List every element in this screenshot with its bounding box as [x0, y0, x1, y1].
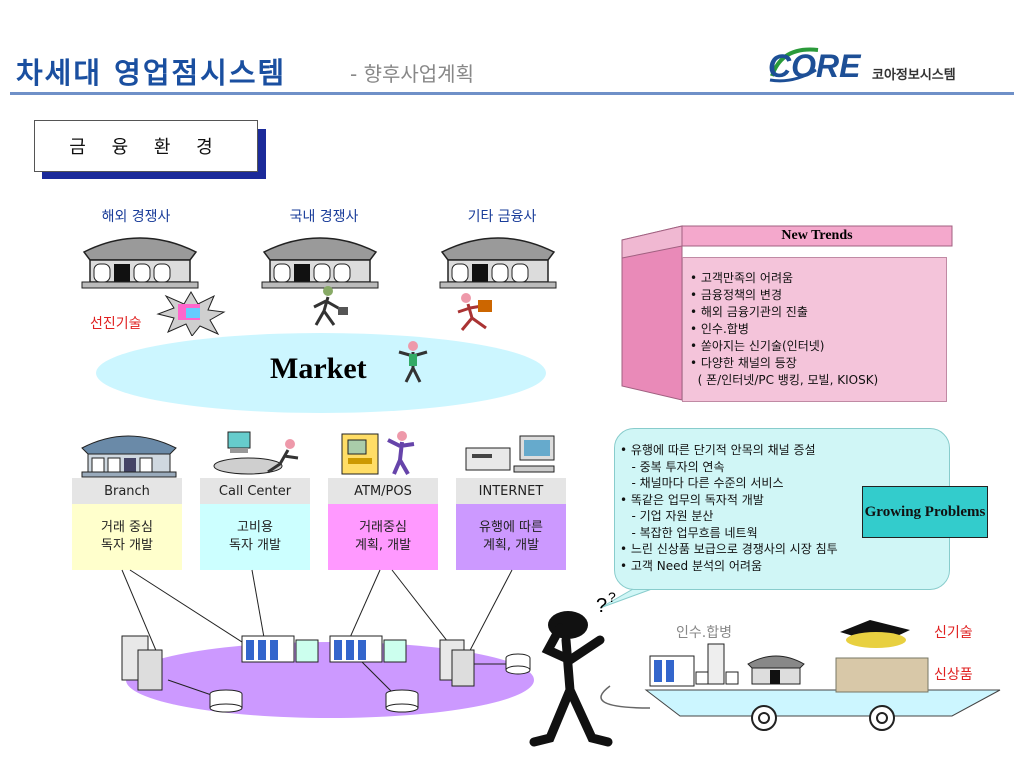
channel-internet-header: INTERNET	[456, 478, 566, 504]
cart-icon	[600, 620, 1001, 731]
list-item: • 해외 금융기관의 진출	[690, 305, 808, 319]
market-ellipse	[96, 333, 546, 413]
growing-problems-title: Growing Problems	[862, 486, 988, 538]
list-item: • 금융정책의 변경	[690, 288, 782, 302]
list-item: • 고객만족의 어려움	[690, 271, 794, 285]
branch-bank-icon	[81, 435, 177, 478]
new-trends-box	[621, 225, 953, 401]
channel-atm-pos-header: ATM/POS	[328, 478, 438, 504]
channel-call-center-header: Call Center	[200, 478, 310, 504]
channel-atm-pos-desc: 거래중심 계획, 개발	[328, 504, 438, 570]
advanced-tech-label: 선진기술	[90, 316, 142, 332]
list-item: - 중복 투자의 연속	[620, 459, 725, 474]
merger-label: 인수.합병	[676, 625, 732, 641]
new-trends-panel	[682, 257, 947, 402]
list-item: • 느린 신상품 보급으로 경쟁사의 시장 침투	[620, 542, 838, 556]
explosion-icon	[156, 291, 226, 336]
channel-branch-desc: 거래 중심 독자 개발	[72, 504, 182, 570]
database-icon-3	[505, 653, 531, 675]
channel-internet-desc: 유행에 따른 계획, 개발	[456, 504, 566, 570]
new-trends-title: New Trends	[781, 228, 853, 243]
channel-branch-header: Branch	[72, 478, 182, 504]
page-title: 차세대 영업점시스템	[16, 56, 287, 90]
list-item: • 다양한 채널의 등장	[690, 356, 797, 370]
list-item: • 고객 Need 분석의 어려움	[620, 558, 763, 573]
list-item: ( 폰/인터넷/PC 뱅킹, 모빌, KIOSK)	[690, 373, 879, 387]
list-item: • 쏟아지는 신기술(인터넷)	[690, 339, 825, 353]
company-name: 코아정보시스템	[872, 68, 956, 83]
other-financial-label: 기타 금융사	[467, 209, 537, 225]
svg-text:?: ?	[596, 595, 607, 617]
list-item: • 똑같은 업무의 독자적 개발	[620, 492, 764, 507]
server-icon-2	[439, 639, 475, 687]
businessman-walking-icon	[313, 286, 348, 326]
new-tech-label: 신기술	[934, 625, 973, 641]
market-label: Market	[270, 352, 367, 385]
domestic-competitor-label: 국내 경쟁사	[289, 209, 359, 225]
foreign-competitor-label: 해외 경쟁사	[101, 209, 171, 225]
financial-environment-label: 금 융 환 경	[34, 120, 258, 172]
list-item: - 채널마다 다른 수준의 서비스	[620, 476, 784, 490]
header-divider	[10, 92, 1014, 95]
list-item: - 복잡한 업무흐름 네트웍	[620, 525, 758, 540]
list-item: • 인수.합병	[690, 322, 749, 336]
channel-call-center-desc: 고비용 독자 개발	[200, 504, 310, 570]
database-icon	[209, 689, 243, 713]
page-subtitle: - 향후사업계획	[350, 62, 474, 86]
new-trends-list: • 고객만족의 어려움 • 금융정책의 변경 • 해외 금융기관의 진출 • 인…	[690, 270, 878, 389]
new-product-label: 신상품	[934, 667, 973, 683]
list-item: - 기업 자원 분산	[620, 509, 714, 523]
growing-problems-list: • 유행에 따른 단기적 안목의 채널 증설 - 중복 투자의 연속 - 채널마…	[620, 442, 838, 574]
computer-icon	[465, 435, 555, 473]
presenter-icon	[398, 341, 428, 383]
server-icon	[121, 635, 163, 691]
database-icon-2	[385, 689, 419, 713]
mainframe-icon-2	[329, 635, 407, 663]
confused-man-icon: ? ?	[529, 589, 616, 747]
call-center-icon	[213, 431, 299, 475]
mainframe-icon	[241, 635, 319, 663]
businessman-running-icon	[457, 293, 492, 331]
list-item: • 유행에 따른 단기적 안목의 채널 증설	[620, 443, 816, 457]
core-logo-swoosh-icon	[769, 47, 819, 83]
atm-icon	[341, 431, 415, 475]
svg-text:?: ?	[608, 589, 616, 605]
company-logo: CORE	[768, 48, 861, 84]
